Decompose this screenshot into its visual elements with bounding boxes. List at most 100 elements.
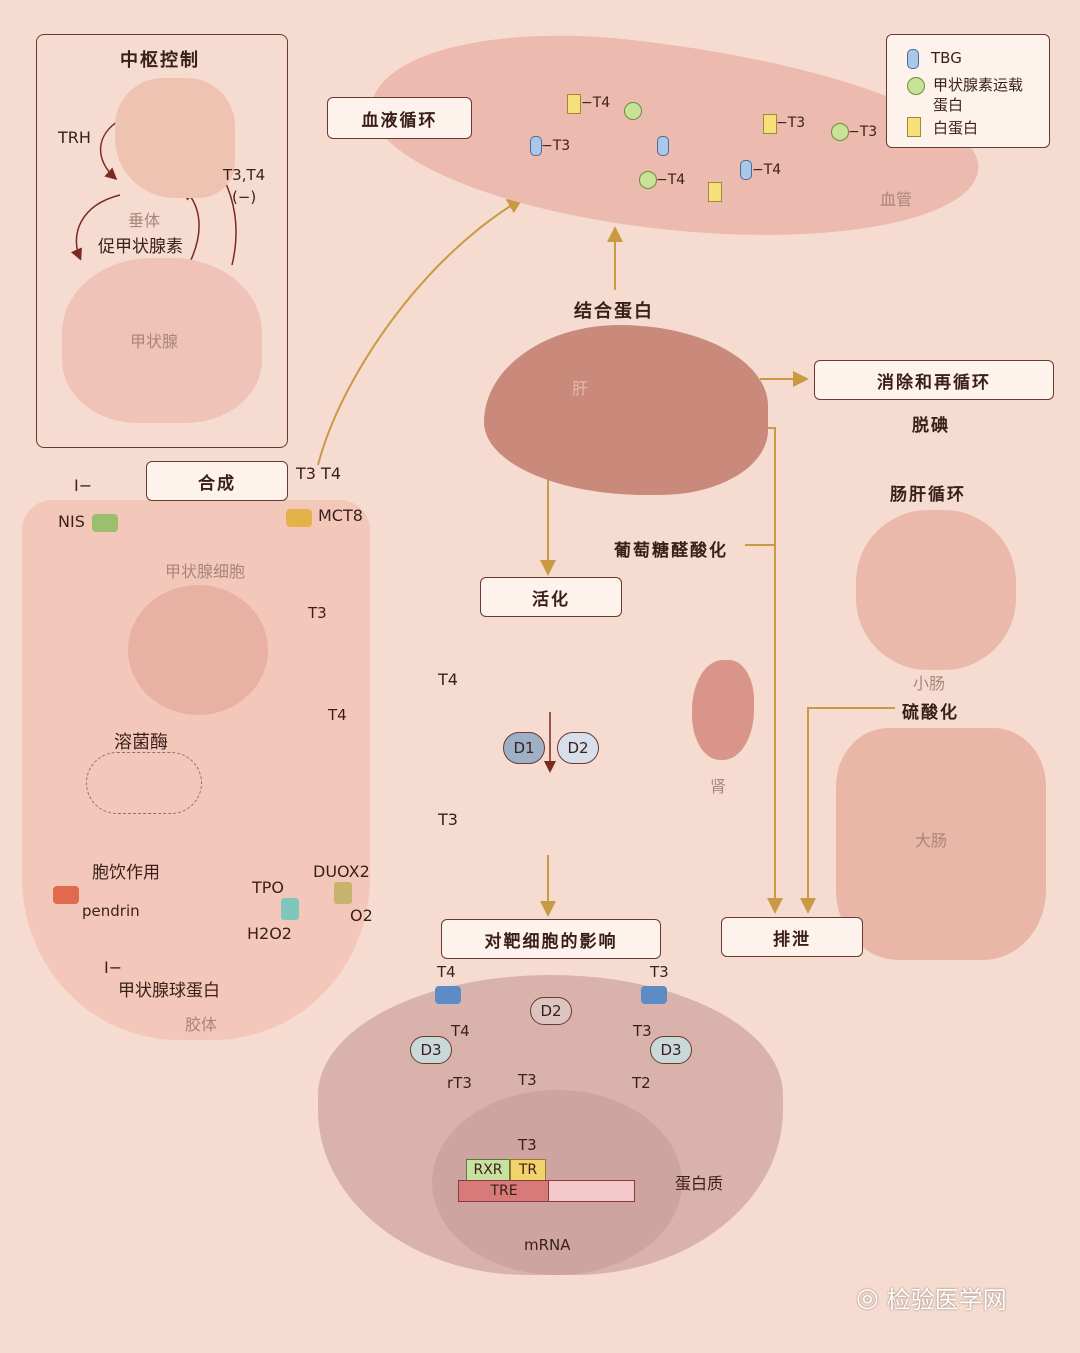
- central-control-panel: [36, 34, 288, 448]
- t2-label: T2: [632, 1074, 651, 1092]
- target-effect-box: 对靶细胞的影响: [441, 919, 661, 959]
- wechat-icon: ◎: [856, 1282, 879, 1313]
- t4-tag: −T4: [581, 95, 611, 111]
- tpo-label: TPO: [252, 878, 285, 897]
- t4-molecule-label: T4: [438, 670, 458, 689]
- tbg-icon: [657, 136, 669, 156]
- pendrin-transporter-icon: [53, 886, 79, 904]
- t3-molecule-image: [455, 775, 655, 855]
- glucuronidation-label: 葡萄糖醛酸化: [614, 541, 728, 561]
- enterohepatic-label: 肠肝循环: [890, 485, 966, 505]
- nis-label: NIS: [58, 512, 85, 531]
- t3-tag: −T3: [848, 124, 878, 140]
- o2-label: O2: [350, 906, 373, 925]
- t4-tag: −T4: [656, 172, 686, 188]
- large-intestine-image: [836, 728, 1046, 960]
- t3-bound-label: T3: [518, 1136, 537, 1154]
- transthyretin-icon: [907, 77, 925, 95]
- legend-label: 甲状腺素运载蛋白: [933, 76, 1024, 114]
- duox2-label: DUOX2: [313, 862, 370, 881]
- d2-enzyme: D2: [557, 732, 599, 764]
- iodide-out-label: I−: [104, 958, 123, 977]
- t3-entry-label: T3: [650, 963, 669, 981]
- t4-molecule-image: [455, 630, 655, 710]
- trh-label: TRH: [58, 128, 91, 147]
- t4-cell-label: T4: [328, 706, 347, 724]
- sulfation-label: 硫酸化: [902, 703, 959, 723]
- watermark: ◎ 检验医学网: [856, 1280, 1007, 1315]
- albumin-icon: [708, 182, 722, 202]
- transthyretin-icon: [639, 171, 657, 189]
- t4-transporter-icon: [435, 986, 461, 1004]
- tpo-enzyme-icon: [281, 898, 299, 920]
- albumin-icon: [763, 114, 777, 134]
- mrna-label: mRNA: [524, 1236, 571, 1254]
- t3-transporter-icon: [641, 986, 667, 1004]
- legend-label: 白蛋白: [933, 119, 979, 137]
- t3-molecule-label: T3: [438, 810, 458, 829]
- liver-image: [484, 325, 768, 495]
- rxr-receptor: RXR: [466, 1159, 510, 1181]
- liver-label: 肝: [572, 379, 589, 398]
- t3-tag: −T3: [776, 115, 806, 131]
- t3-tag: −T3: [541, 138, 571, 154]
- d3-enzyme-left: D3: [410, 1036, 452, 1064]
- thyroglobulin-label: 甲状腺球蛋白: [118, 981, 220, 1001]
- legend: TBG 甲状腺素运载蛋白 白蛋白: [886, 34, 1050, 148]
- colloid-label: 胶体: [185, 1015, 218, 1034]
- protein-label: 蛋白质: [675, 1174, 724, 1193]
- nis-transporter-icon: [92, 514, 118, 532]
- feedback-sign: (−): [232, 188, 257, 206]
- lysosome-vesicle: [86, 752, 202, 814]
- thyroid-gland-image: [62, 258, 262, 423]
- thyroid-label: 甲状腺: [130, 332, 179, 351]
- excretion-box: 排泄: [721, 917, 863, 957]
- deiodination-label: 脱碘: [912, 416, 950, 436]
- binding-protein-label: 结合蛋白: [574, 301, 654, 322]
- blood-circulation-box: 血液循环: [327, 97, 472, 139]
- tr-receptor: TR: [510, 1159, 546, 1181]
- t4-entry-label: T4: [437, 963, 456, 981]
- large-intestine-label: 大肠: [915, 831, 948, 850]
- lysosome-label: 溶菌酶: [114, 732, 168, 753]
- watermark-text: 检验医学网: [886, 1286, 1007, 1314]
- transthyretin-icon: [624, 102, 642, 120]
- tbg-icon: [530, 136, 542, 156]
- vessel-label: 血管: [880, 190, 913, 209]
- pendrin-label: pendrin: [82, 902, 140, 920]
- pituitary-image: [115, 78, 235, 198]
- small-intestine-image: [856, 510, 1016, 670]
- activation-box: 活化: [480, 577, 622, 617]
- kidney-image: [692, 660, 754, 760]
- tsh-label: 促甲状腺素: [98, 237, 183, 257]
- dna-segment: [548, 1180, 635, 1202]
- t4-label: T4: [451, 1022, 470, 1040]
- legend-item-albumin: 白蛋白: [907, 117, 978, 138]
- nucleus-image: [128, 585, 268, 715]
- t3-nuclear-label: T3: [518, 1071, 537, 1089]
- protein-icon: [672, 1192, 726, 1234]
- h2o2-label: H2O2: [247, 924, 292, 943]
- albumin-icon: [907, 117, 921, 137]
- albumin-icon: [567, 94, 581, 114]
- t4-tag: −T4: [752, 162, 782, 178]
- cell-label: 甲状腺细胞: [165, 562, 246, 581]
- clearance-box: 消除和再循环: [814, 360, 1054, 400]
- iodide-label: I−: [74, 476, 93, 495]
- synthesis-box: 合成: [146, 461, 288, 501]
- duox2-enzyme-icon: [334, 882, 352, 904]
- legend-item-tbg: TBG: [907, 49, 962, 69]
- d3-enzyme-right: D3: [650, 1036, 692, 1064]
- central-control-title: 中枢控制: [120, 50, 200, 71]
- transthyretin-icon: [831, 123, 849, 141]
- tre-element: TRE: [458, 1180, 550, 1202]
- d1-enzyme: D1: [503, 732, 545, 764]
- export-label: T3 T4: [296, 464, 341, 483]
- d2-enzyme: D2: [530, 997, 572, 1025]
- t3-cell-label: T3: [308, 604, 327, 622]
- pituitary-label: 垂体: [128, 211, 161, 230]
- rt3-label: rT3: [447, 1074, 472, 1092]
- legend-label: TBG: [931, 49, 962, 67]
- legend-item-transthyretin: 甲状腺素运载蛋白: [907, 75, 1037, 115]
